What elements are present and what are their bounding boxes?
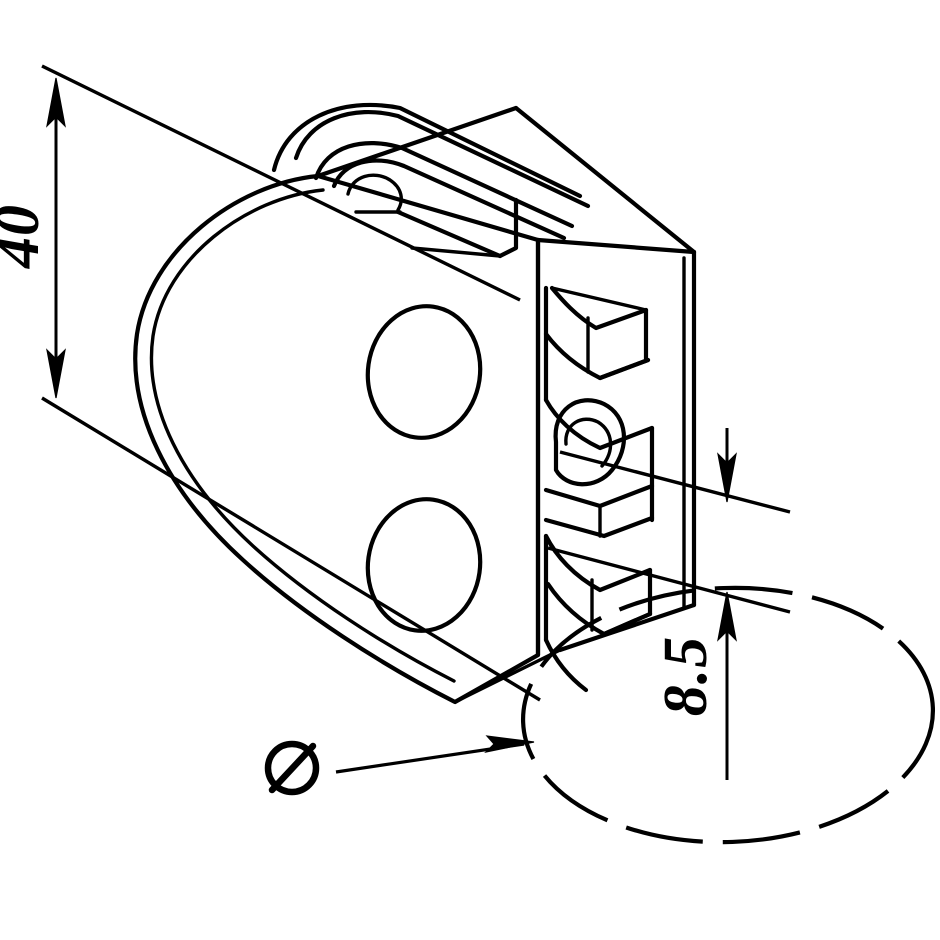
- lower-rib-outer-curve: [543, 533, 653, 593]
- upper-rib-outer-curve: [549, 285, 649, 331]
- height-arrow-bottom: [46, 348, 66, 399]
- thickness-dimension-value: 8.5: [652, 636, 720, 717]
- height-extension-upper: [41, 64, 521, 302]
- internal-slot-structure: [543, 285, 655, 693]
- thickness-extension-upper: [559, 450, 791, 514]
- clamp-body: [133, 105, 697, 705]
- saddle-inner-arc-2: [331, 158, 567, 241]
- center-boss-bore: [564, 417, 613, 468]
- top-face-back-edge: [535, 237, 697, 255]
- diameter-symbol-slash: [268, 742, 317, 794]
- lower-oval-hole: [365, 497, 483, 633]
- cutaway-bottom-curve: [543, 637, 589, 693]
- front-face-outline: [133, 173, 541, 705]
- tube-outline-ellipse: [520, 585, 936, 845]
- saddle-groove: [271, 102, 591, 259]
- upper-rib-inner-curve: [543, 331, 651, 381]
- front-face-inner-edge: [149, 188, 456, 683]
- top-face-right-edge: [513, 105, 697, 255]
- saddle-inner-arc-1: [313, 140, 575, 229]
- diameter-symbol-circle: [264, 740, 320, 796]
- thickness-extension-lower: [547, 546, 791, 614]
- back-plate-bottom-edge: [557, 602, 697, 653]
- phantom-tube-circle: [520, 585, 936, 845]
- thickness-arrow-upper: [717, 452, 737, 503]
- height-arrow-top: [46, 77, 66, 128]
- height-extension-lower: [41, 396, 541, 702]
- saddle-nib: [346, 173, 403, 212]
- upper-oval-hole: [365, 304, 483, 440]
- bottom-face-edge: [453, 648, 562, 704]
- diameter-callout-group: Ø: [264, 735, 535, 796]
- upper-slot-top-edge: [550, 286, 648, 312]
- height-dimension-value: 40: [0, 204, 52, 269]
- saddle-floor-edge: [395, 209, 503, 259]
- mid-shelf-front: [543, 483, 655, 509]
- height-dimension-group: 40: [0, 64, 541, 702]
- upper-slot-rear-edge: [597, 357, 651, 381]
- center-boss-bottom-shade: [554, 468, 614, 486]
- saddle-outer-arc-back: [293, 110, 591, 209]
- saddle-outer-arc: [271, 102, 583, 199]
- lower-slot-rear-edge: [601, 611, 653, 637]
- saddle-right-return: [410, 246, 502, 258]
- mid-shelf-back: [543, 515, 655, 539]
- thickness-arrow-lower: [717, 591, 737, 642]
- thickness-dimension-group: 8.5: [547, 428, 791, 780]
- front-face-holes: [365, 304, 483, 633]
- saddle-floor-step: [497, 197, 519, 259]
- diameter-leader-arrow: [484, 735, 535, 753]
